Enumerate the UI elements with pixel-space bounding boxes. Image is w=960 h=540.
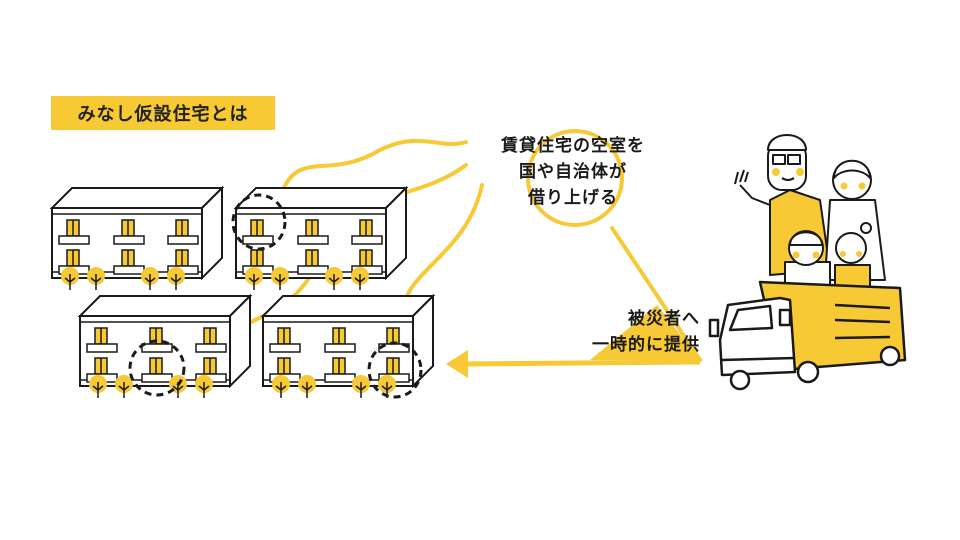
- caption-line: 借り上げる: [528, 188, 618, 208]
- vacancy-highlights: [128, 193, 423, 399]
- step2-caption: 被災者へ 一時的に提供: [540, 306, 700, 358]
- highlight-ring: [526, 129, 624, 227]
- apartment-bottom-left: [80, 296, 250, 398]
- vacancy-circle: [231, 193, 287, 251]
- caption-line: 国や自治体が: [519, 162, 627, 182]
- family-icon: [734, 134, 886, 291]
- step1-caption: 賃貸住宅の空室を 国や自治体が 借り上げる: [478, 133, 668, 211]
- vacancy-circle: [128, 339, 186, 397]
- apartment-top-right: [236, 188, 406, 290]
- vacancy-circle: [367, 341, 423, 399]
- caption-line: 被災者へ: [628, 309, 700, 329]
- title-text: みなし仮設住宅とは: [77, 104, 249, 125]
- moving-truck-icon: [708, 280, 907, 391]
- triangle-fill: [590, 305, 700, 360]
- apartment-top-left: [52, 188, 222, 290]
- arrow-shaft: [461, 359, 701, 367]
- caption-line: 賃貸住宅の空室を: [501, 136, 645, 156]
- caption-line: 一時的に提供: [592, 335, 700, 355]
- diagonal-line: [610, 226, 702, 362]
- arrow-left-icon: [446, 350, 468, 378]
- page-title: みなし仮設住宅とは: [51, 96, 275, 130]
